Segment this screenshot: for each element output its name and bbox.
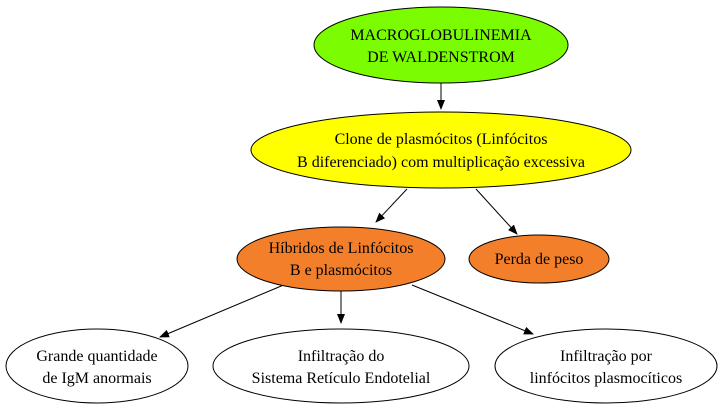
node-igm-line2: de IgM anormais — [42, 370, 151, 387]
node-igm-line1: Grande quantidade — [36, 348, 157, 365]
node-root: MACROGLOBULINEMIA DE WALDENSTROM — [313, 6, 569, 84]
edges — [159, 83, 534, 338]
edge-clone-to-hibridos — [375, 188, 408, 223]
node-hibridos-shape — [236, 226, 446, 292]
node-perda-line1: Perda de peso — [495, 251, 584, 268]
node-clone: Clone de plasmócitos (Linfócitos B difer… — [250, 111, 632, 189]
node-perda: Perda de peso — [468, 234, 610, 284]
node-clone-shape — [250, 111, 632, 189]
node-sistema: Infiltração do Sistema Retículo Endoteli… — [212, 328, 470, 404]
edge-clone-to-perda — [475, 188, 518, 235]
node-clone-line2: B diferenciado) com multiplicação excess… — [297, 154, 585, 171]
node-clone-line1: Clone de plasmócitos (Linfócitos — [335, 131, 548, 148]
node-igm: Grande quantidade de IgM anormais — [5, 328, 189, 404]
node-hibridos-line1: Híbridos de Linfócitos — [269, 240, 414, 257]
node-root-line1: MACROGLOBULINEMIA — [350, 27, 532, 44]
node-sistema-line1: Infiltração do — [298, 348, 385, 365]
node-perda-shape — [468, 234, 610, 284]
node-sistema-line2: Sistema Retículo Endotelial — [252, 370, 431, 387]
node-hibridos: Híbridos de Linfócitos B e plasmócitos — [236, 226, 446, 292]
node-hibridos-line2: B e plasmócitos — [290, 262, 392, 279]
node-sistema-shape — [212, 328, 470, 404]
edge-hibridos-to-linfocitos — [411, 284, 534, 335]
edge-hibridos-to-igm — [159, 283, 287, 338]
node-root-line2: DE WALDENSTROM — [367, 49, 515, 66]
node-linfocitos-shape — [494, 328, 718, 404]
node-linfocitos: Infiltração por linfócitos plasmocíticos — [494, 328, 718, 404]
node-linfocitos-line2: linfócitos plasmocíticos — [530, 370, 682, 387]
node-igm-shape — [5, 328, 189, 404]
node-root-shape — [313, 6, 569, 84]
node-linfocitos-line1: Infiltração por — [560, 348, 653, 365]
